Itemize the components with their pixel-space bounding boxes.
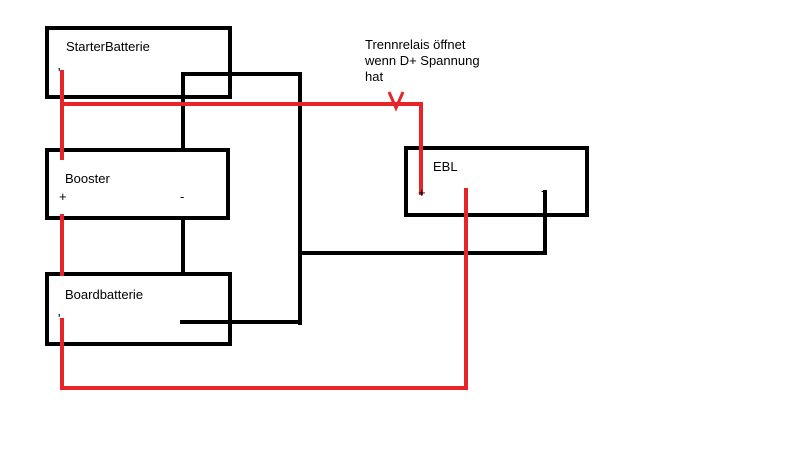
booster-box (45, 148, 230, 220)
board-battery-plus-mark: ' (58, 311, 60, 326)
starter-battery-label: StarterBatterie (66, 39, 150, 54)
negative-wire-starter-to-bus (181, 72, 302, 325)
annotation-line-1: Trennrelais öffnet (365, 37, 466, 52)
positive-wire-starter-to-ebl (60, 102, 423, 195)
annotation-line-2: wenn D+ Spannung (364, 53, 480, 68)
starter-battery-plus-mark: ' (58, 65, 60, 80)
booster-plus-label: + (59, 189, 67, 204)
ebl-plus-label: + (418, 185, 426, 200)
starter-battery-box (45, 26, 232, 99)
board-battery-box (45, 272, 232, 346)
negative-wire-bus-to-ebl (298, 190, 547, 255)
booster-minus-label: - (180, 189, 184, 204)
ebl-label: EBL (433, 159, 458, 174)
ebl-minus-label: - (541, 183, 545, 198)
board-battery-label: Boardbatterie (65, 287, 143, 302)
annotation-line-3: hat (365, 69, 383, 84)
relay-marker-icon (387, 91, 405, 112)
negative-wires (180, 72, 547, 325)
ebl-box (404, 146, 589, 217)
booster-label: Booster (65, 171, 110, 186)
positive-wire-board-to-ebl (60, 188, 468, 390)
positive-wires (60, 70, 468, 390)
